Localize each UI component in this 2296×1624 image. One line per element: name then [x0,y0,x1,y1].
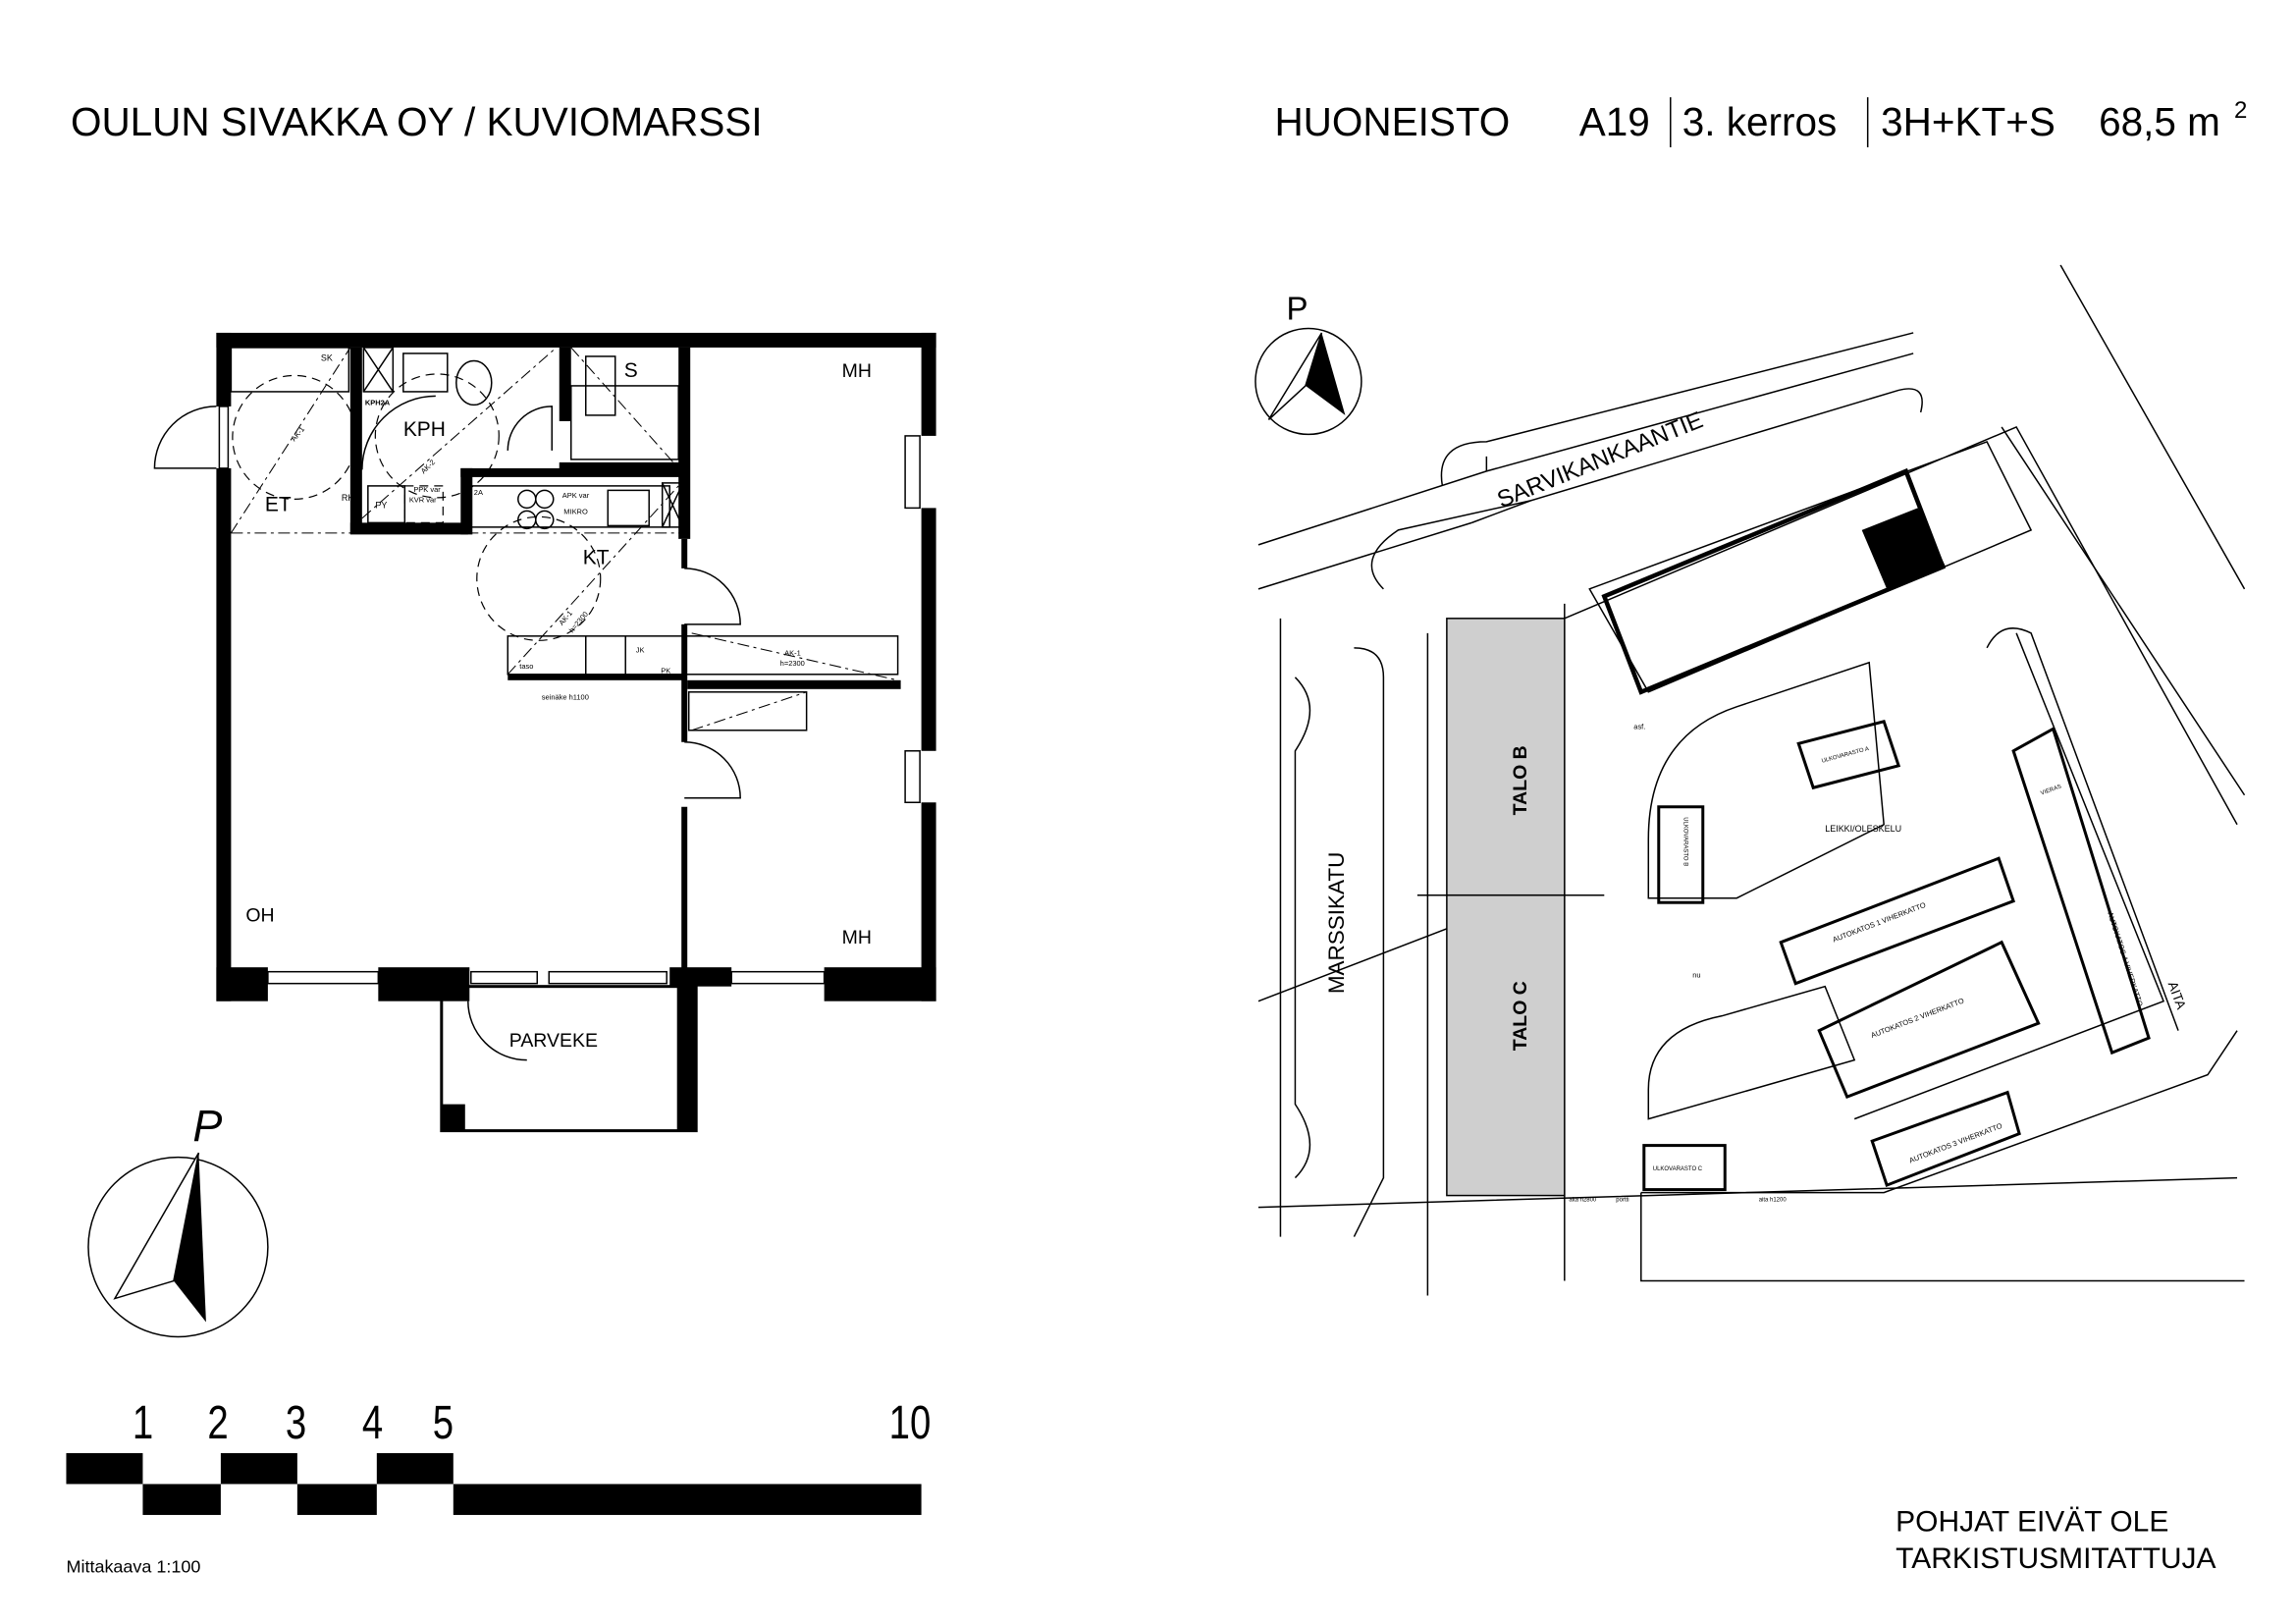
room-label-parveke: PARVEKE [509,1030,598,1052]
fence-h2800-label: aita h2800 [1569,1198,1597,1204]
site-north-label: P [1286,290,1308,326]
scale-tick-label: 1 [133,1397,153,1449]
site-plan: P TALO B TALO C SARVIKANKAANTIE MARSSIKA… [1255,264,2246,1296]
scale-tick-label: 2 [207,1397,228,1449]
storage-b-label: ULKOVARASTO B [1682,817,1687,866]
building-label-talo-c: TALO C [1510,981,1531,1051]
fixture-mikro: MIKRO [563,507,588,515]
street-label-marssikatu: MARSSIKATU [1324,852,1349,995]
area-value: 68,5 m [2099,99,2220,144]
room-label-mh: MH [842,927,872,948]
fence-h1200-label: aita h1200 [1759,1198,1788,1204]
room-label-kph: KPH [403,418,446,441]
carport2-label: AUTOKATOS 2 VIHERKATTO [1870,996,1965,1040]
asphalt-label: asf. [1633,722,1645,731]
scale-tick-label: 3 [286,1397,306,1449]
room-label-s: S [624,359,638,382]
annotation-ak2: AK-2 [419,458,437,475]
floor-label: 3. kerros [1682,99,1837,144]
fixture-py: PY [375,500,387,510]
fixture-jk: JK [636,645,645,654]
annotation-ak1: AK-1 [290,425,307,444]
room-label-et: ET [265,493,292,515]
storage-c-label: ULKOVARASTO C [1653,1166,1703,1172]
fixture-2a: 2A [474,488,483,497]
room-type: 3H+KT+S [1881,99,2056,144]
gate-label: portti [1616,1198,1629,1204]
fixture-kvr: KVR var [409,495,437,504]
fixture-kph2a: KPH2A [365,398,391,406]
north-arrow-compass: P [87,1101,269,1338]
fixture-rk: RK [342,493,353,503]
fixture-pk: PK [661,666,670,675]
room-label-oh: OH [245,905,274,927]
room-label-mh: MH [842,360,872,382]
carport1-label: AUTOKATOS 1 VIHERKATTO [1832,900,1927,945]
fixture-ppk: PPK var [413,485,441,494]
storage-a-label: ULKOVARASTO A [1821,746,1870,765]
guest-parking-label: VIERAS [2040,784,2062,796]
apartment-id: A19 [1579,99,1650,144]
floor-plan: ET KPH S MH KT OH MH PARVEKE SK KPH2A RK… [153,332,936,1133]
scale-bar: 1 2 3 4 5 10 Mittakaava 1:100 [66,1397,931,1576]
apartment-label: HUONEISTO [1274,99,1510,144]
scale-tick-label: 5 [433,1397,454,1449]
room-label-kt: KT [583,546,610,568]
area-unit-superscript: 2 [2234,97,2247,124]
play-area-label: LEIKKI/OLESKELU [1825,824,1901,834]
disclaimer-line-1: POHJAT EIVÄT OLE [1896,1505,2168,1538]
fixture-taso: taso [519,662,533,671]
annotation-height: h=2300 [780,659,805,668]
disclaimer-line-2: TARKISTUSMITATTUJA [1896,1543,2216,1575]
fixture-seinake: seinäke h1100 [542,692,589,701]
fixture-apk: APK var [562,491,590,500]
north-label: P [192,1101,222,1151]
lawn-label: nu [1692,971,1700,980]
annotation-ak1: AK-1 [784,648,801,657]
scale-label: Mittakaava 1:100 [66,1556,200,1576]
building-label-talo-b: TALO B [1510,745,1531,815]
fixture-sk: SK [321,352,333,362]
company-title: OULUN SIVAKKA OY / KUVIOMARSSI [71,99,763,144]
scale-tick-label: 4 [362,1397,383,1449]
scale-tick-label: 10 [889,1397,932,1449]
